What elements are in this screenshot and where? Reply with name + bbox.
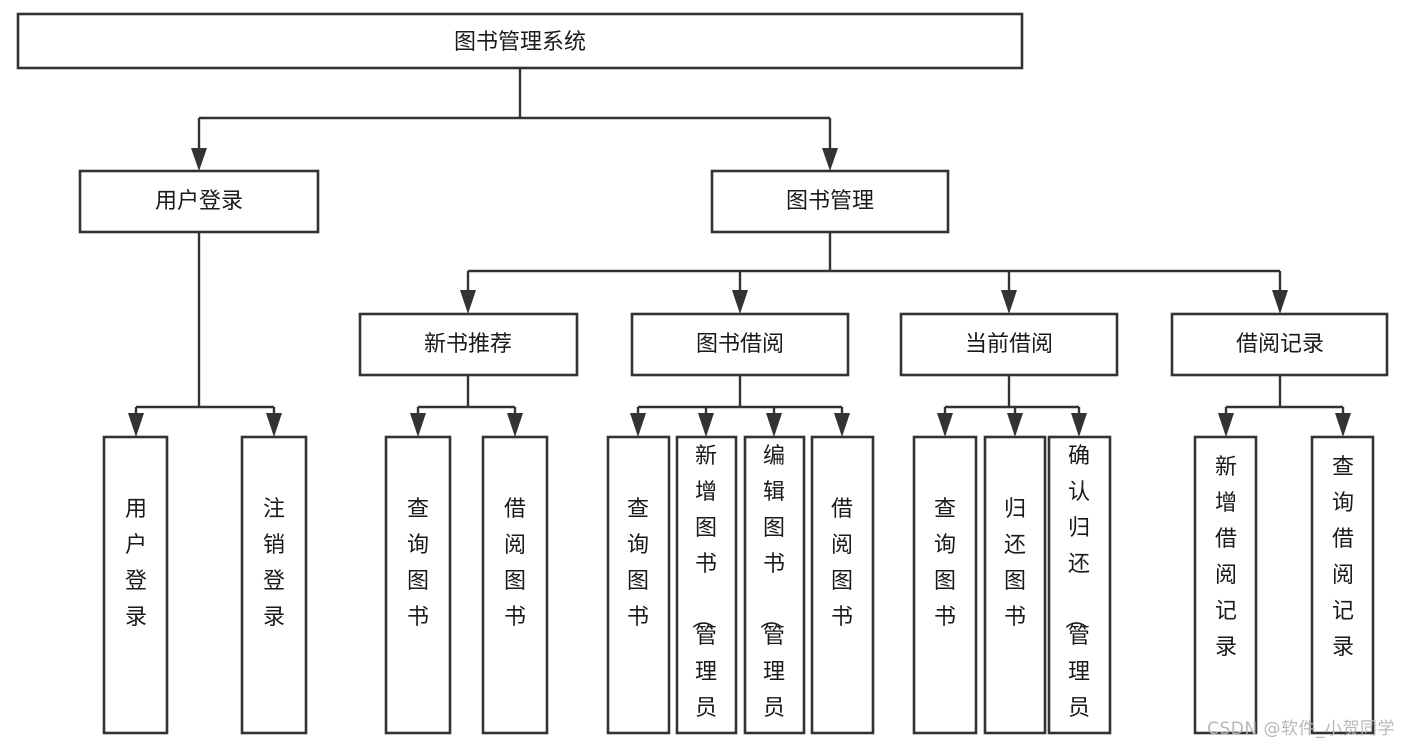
arrowhead-book-borrow	[732, 290, 748, 314]
node-root-label: 图书管理系统	[454, 30, 586, 55]
node-leaf-user-login-label: 用户登录	[125, 497, 147, 630]
node-current-borrow-label: 当前借阅	[965, 332, 1053, 357]
node-current-borrow-box[interactable]	[899, 312, 1119, 377]
node-leaf-query-book-recommend-box[interactable]	[384, 435, 452, 735]
node-borrow-record-label: 借阅记录	[1236, 332, 1324, 357]
node-leaf-logout[interactable]: 注销登录	[240, 435, 308, 735]
arrowhead-leaf-logout	[266, 413, 282, 437]
arrowhead-leaf-borrow-book-borrow	[834, 413, 850, 437]
node-book-management-label: 图书管理	[786, 189, 874, 214]
arrowhead-leaf-edit-book-admin	[766, 413, 782, 437]
node-leaf-borrow-book-recommend[interactable]: 借阅图书	[481, 435, 549, 735]
leaf-node-layer: 用户登录 注销登录 查询图书 借阅图书 查询图书 新增图书（管理员） 编辑图书（…	[102, 435, 1375, 747]
node-leaf-query-borrow-record-label: 查询借阅记录	[1332, 455, 1354, 660]
arrowhead-new-book-recommend	[460, 290, 476, 314]
node-user-login[interactable]: 用户登录	[78, 169, 320, 234]
node-book-management[interactable]: 图书管理	[710, 169, 950, 234]
node-leaf-query-book-recommend-label: 查询图书	[407, 497, 429, 630]
node-leaf-edit-book-admin-label: 编辑图书（管理员）	[757, 444, 785, 747]
arrowhead-current-borrow	[1001, 290, 1017, 314]
node-leaf-confirm-return-admin[interactable]: 确认归还（管理员）	[1047, 435, 1112, 747]
arrowhead-leaf-add-borrow-record	[1218, 413, 1234, 437]
node-leaf-logout-label: 注销登录	[263, 497, 285, 630]
node-book-borrow-box[interactable]	[630, 312, 850, 377]
arrowhead-user-login	[191, 148, 207, 171]
node-leaf-user-login-box[interactable]	[102, 435, 169, 735]
arrowhead-leaf-query-book-recommend	[410, 413, 426, 437]
node-leaf-logout-box[interactable]	[240, 435, 308, 735]
node-leaf-add-borrow-record[interactable]: 新增借阅记录	[1193, 435, 1258, 735]
node-leaf-add-borrow-record-box[interactable]	[1193, 435, 1258, 735]
connector-layer	[128, 68, 1351, 437]
node-leaf-edit-book-admin[interactable]: 编辑图书（管理员）	[743, 435, 806, 747]
node-user-login-label: 用户登录	[155, 189, 243, 214]
node-leaf-query-book-recommend[interactable]: 查询图书	[384, 435, 452, 735]
node-borrow-record-box[interactable]	[1170, 312, 1389, 377]
node-new-book-recommend-box[interactable]	[358, 312, 579, 377]
arrowhead-borrow-record	[1272, 290, 1288, 314]
node-root[interactable]: 图书管理系统	[16, 12, 1024, 70]
node-user-login-box[interactable]	[78, 169, 320, 234]
node-leaf-add-book-admin-box[interactable]	[675, 435, 738, 735]
node-leaf-borrow-book-borrow-label: 借阅图书	[831, 497, 853, 630]
node-leaf-borrow-book-recommend-box[interactable]	[481, 435, 549, 735]
node-leaf-borrow-book-recommend-label: 借阅图书	[504, 497, 526, 630]
node-leaf-edit-book-admin-box[interactable]	[743, 435, 806, 735]
node-leaf-return-book-label: 归还图书	[1004, 497, 1026, 630]
node-book-management-box[interactable]	[710, 169, 950, 234]
node-new-book-recommend-label: 新书推荐	[424, 332, 512, 357]
node-leaf-confirm-return-admin-box[interactable]	[1047, 435, 1112, 735]
node-leaf-add-book-admin[interactable]: 新增图书（管理员）	[675, 435, 738, 747]
arrowhead-leaf-confirm-return-admin	[1071, 413, 1087, 437]
node-leaf-query-book-current-box[interactable]	[912, 435, 978, 735]
node-leaf-query-book-borrow-box[interactable]	[606, 435, 671, 735]
node-borrow-record[interactable]: 借阅记录	[1170, 312, 1389, 377]
arrowhead-book-management	[822, 148, 838, 171]
node-leaf-confirm-return-admin-label: 确认归还（管理员）	[1062, 444, 1090, 747]
arrowhead-leaf-user-login	[128, 413, 144, 437]
node-leaf-add-borrow-record-label: 新增借阅记录	[1215, 455, 1237, 660]
node-leaf-return-book-box[interactable]	[983, 435, 1047, 735]
arrowhead-leaf-return-book	[1007, 413, 1023, 437]
arrowhead-leaf-query-borrow-record	[1335, 413, 1351, 437]
arrowhead-leaf-query-book-borrow	[630, 413, 646, 437]
arrowhead-leaf-borrow-book-recommend	[507, 413, 523, 437]
arrowhead-leaf-add-book-admin	[698, 413, 714, 437]
node-leaf-return-book[interactable]: 归还图书	[983, 435, 1047, 735]
arrowhead-leaf-query-book-current	[937, 413, 953, 437]
node-leaf-user-login[interactable]: 用户登录	[102, 435, 169, 735]
node-book-borrow-label: 图书借阅	[696, 332, 784, 357]
node-leaf-query-book-current[interactable]: 查询图书	[912, 435, 978, 735]
node-leaf-query-borrow-record[interactable]: 查询借阅记录	[1310, 435, 1375, 735]
node-leaf-query-book-borrow-label: 查询图书	[627, 497, 649, 630]
node-current-borrow[interactable]: 当前借阅	[899, 312, 1119, 377]
node-book-borrow[interactable]: 图书借阅	[630, 312, 850, 377]
node-leaf-query-borrow-record-box[interactable]	[1310, 435, 1375, 735]
node-leaf-query-book-current-label: 查询图书	[934, 497, 956, 630]
node-root-box[interactable]	[16, 12, 1024, 70]
node-leaf-query-book-borrow[interactable]: 查询图书	[606, 435, 671, 735]
node-leaf-add-book-admin-label: 新增图书（管理员）	[689, 444, 717, 747]
node-leaf-borrow-book-borrow[interactable]: 借阅图书	[810, 435, 875, 735]
node-leaf-borrow-book-borrow-box[interactable]	[810, 435, 875, 735]
node-new-book-recommend[interactable]: 新书推荐	[358, 312, 579, 377]
